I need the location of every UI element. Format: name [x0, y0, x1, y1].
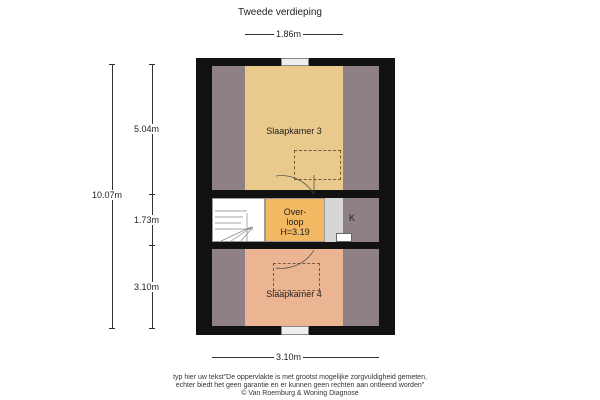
room-label: Slaapkamer 3 — [266, 126, 322, 136]
room-slaapkamer-4: Slaapkamer 4 — [245, 249, 343, 326]
storage — [325, 198, 343, 242]
segment-label: 3.10m — [134, 282, 160, 292]
skylight — [273, 263, 320, 291]
total-dimension-label: 10.07m — [92, 190, 123, 200]
room-slaapkamer-3: Slaapkamer 3 — [245, 66, 343, 190]
window-bottom — [281, 326, 309, 335]
wall-right — [379, 58, 395, 335]
room-k-label: K — [349, 213, 356, 223]
top-dimension-label: 1.86m — [274, 29, 304, 39]
window-top — [281, 58, 309, 66]
bottom-dimension-label: 3.10m — [274, 352, 304, 362]
wall-divider-1 — [212, 190, 379, 198]
boiler-icon — [336, 233, 352, 242]
floor-title: Tweede verdieping — [238, 7, 322, 18]
disclaimer: typ hier uw tekst"De oppervlakte is met … — [173, 374, 427, 397]
segment-label: 1.73m — [134, 215, 160, 225]
staircase — [212, 198, 265, 242]
skylight — [294, 150, 341, 180]
wall-divider-2 — [212, 242, 379, 249]
wall-left — [196, 58, 212, 335]
segment-dimension-line — [152, 64, 153, 328]
segment-label: 5.04m — [134, 124, 160, 134]
room-label: Slaapkamer 4 — [266, 289, 322, 299]
